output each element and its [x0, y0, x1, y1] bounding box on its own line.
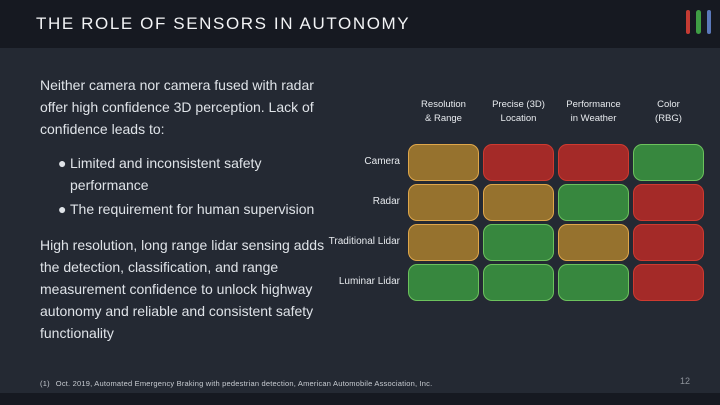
outro-paragraph: High resolution, long range lidar sensin…	[40, 237, 325, 341]
bullet-dot: ●	[58, 201, 67, 217]
list-item: ● Limited and inconsistent safety perfor…	[40, 152, 332, 196]
row-label: Camera	[364, 156, 400, 168]
sensor-comparison-matrix	[408, 144, 704, 301]
matrix-cell	[558, 184, 629, 221]
list-item: ● The requirement for human supervision	[40, 198, 332, 220]
matrix-column-headers: Resolution & Range Precise (3D) Location…	[408, 98, 704, 126]
intro-paragraph: Neither camera nor camera fused with rad…	[40, 77, 314, 137]
matrix-cell	[483, 224, 554, 261]
matrix-cell	[408, 144, 479, 181]
matrix-cell	[633, 264, 704, 301]
title-bar: THE ROLE OF SENSORS IN AUTONOMY	[0, 0, 720, 48]
matrix-cell	[558, 264, 629, 301]
matrix-cell	[408, 264, 479, 301]
body-text-panel: Neither camera nor camera fused with rad…	[40, 74, 332, 344]
logo-bar-green	[696, 10, 701, 34]
luminar-logo-icon	[685, 10, 711, 34]
row-label: Traditional Lidar	[328, 236, 400, 248]
matrix-cell	[408, 224, 479, 261]
row-label: Radar	[372, 196, 400, 208]
bottom-band	[0, 393, 720, 405]
matrix-cell	[483, 184, 554, 221]
footnote-text: Oct. 2019, Automated Emergency Braking w…	[55, 379, 433, 388]
footnote-ref: (1)	[40, 379, 50, 388]
logo-bar-red	[685, 10, 690, 34]
bullet-list: ● Limited and inconsistent safety perfor…	[40, 152, 332, 220]
footnote: (1) Oct. 2019, Automated Emergency Brakin…	[40, 379, 432, 388]
column-header: Color (RBG)	[655, 99, 682, 124]
logo-bar-blue	[706, 10, 711, 34]
matrix-cell	[558, 144, 629, 181]
bullet-text: Limited and inconsistent safety performa…	[70, 155, 262, 193]
column-header: Precise (3D) Location	[492, 99, 545, 124]
matrix-cell	[483, 144, 554, 181]
bullet-dot: ●	[58, 155, 67, 171]
slide-title: THE ROLE OF SENSORS IN AUTONOMY	[36, 14, 411, 33]
bullet-text: The requirement for human supervision	[70, 201, 315, 217]
matrix-cell	[633, 144, 704, 181]
matrix-row-labels: Camera Radar Traditional Lidar Luminar L…	[312, 144, 400, 304]
matrix-cell	[633, 184, 704, 221]
column-header: Resolution & Range	[421, 99, 466, 124]
matrix-cell	[633, 224, 704, 261]
column-header: Performance in Weather	[566, 99, 621, 124]
matrix-cell	[408, 184, 479, 221]
matrix-cell	[483, 264, 554, 301]
row-label: Luminar Lidar	[338, 276, 400, 288]
matrix-cell	[558, 224, 629, 261]
page-number: 12	[679, 376, 690, 386]
